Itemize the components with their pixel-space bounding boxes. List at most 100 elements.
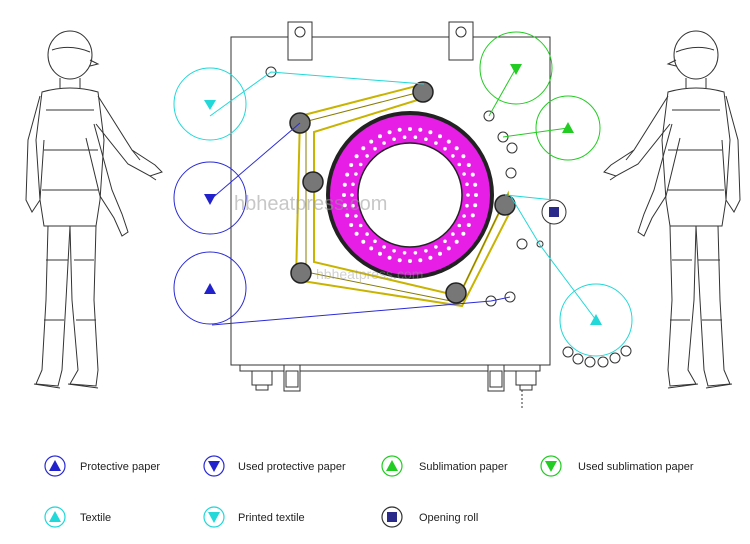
- accumulator-roller: [597, 356, 609, 368]
- drum-hole: [418, 127, 423, 132]
- drum-hole: [473, 182, 478, 187]
- drum-hole: [465, 182, 469, 187]
- drum-hole: [474, 193, 478, 197]
- roller: [302, 171, 324, 193]
- drum-hole: [424, 249, 428, 253]
- drum-hole: [354, 172, 358, 176]
- drum-hole: [358, 223, 363, 228]
- legend-label: Used sublimation paper: [578, 461, 694, 473]
- drum-hole: [351, 203, 355, 208]
- drum-hole: [454, 146, 459, 151]
- drum-hole: [397, 258, 402, 263]
- drum-hole: [457, 223, 462, 228]
- legend-item-sublimation-paper: Sublimation paper: [381, 455, 508, 477]
- drum-hole: [378, 134, 382, 139]
- drum-hole: [358, 162, 363, 167]
- left-operator-figure: [25, 30, 163, 389]
- accumulator-roller: [584, 356, 596, 368]
- printed-textile-path: [509, 194, 597, 321]
- drum-hole: [365, 232, 369, 236]
- drum-hole: [466, 223, 471, 227]
- legend-item-opening-roll: Opening roll: [381, 506, 478, 528]
- drum-hole: [443, 239, 447, 244]
- down-triangle-icon: [204, 194, 216, 205]
- guide-roller: [506, 142, 518, 154]
- used-sublimation-paper-roll: [479, 31, 553, 105]
- legend-item-used-protective-paper: Used protective paper: [203, 455, 346, 477]
- legend-label: Protective paper: [80, 461, 160, 473]
- drum-hole: [408, 259, 412, 263]
- down-triangle-icon: [545, 461, 557, 472]
- sublimation-paper-path: [488, 67, 517, 117]
- legend-label: Used protective paper: [238, 461, 346, 473]
- heating-drum: [326, 111, 494, 279]
- drum-hole: [457, 162, 462, 167]
- drum-hole: [446, 139, 451, 144]
- accumulator-rollers: [562, 345, 632, 368]
- protective-paper-roll: [173, 251, 247, 325]
- accumulator-roller: [620, 345, 632, 357]
- material-paths: [209, 67, 597, 326]
- drum-hole: [402, 135, 407, 139]
- legend-label: Sublimation paper: [419, 461, 508, 473]
- textile-path: [209, 71, 425, 117]
- accumulator-roller: [609, 352, 621, 364]
- drum-hole: [342, 203, 347, 208]
- drum-hole: [466, 163, 471, 167]
- square-icon: [387, 512, 397, 522]
- watermark-text: hbheatpress.com: [234, 193, 387, 215]
- drum-hole: [434, 245, 438, 249]
- down-triangle-icon: [208, 461, 220, 472]
- drum-hole: [428, 255, 433, 260]
- drum-hole: [461, 231, 466, 236]
- drum-hole: [392, 249, 396, 253]
- roller: [445, 282, 467, 304]
- drum-hole: [342, 193, 346, 197]
- felt-belt-inner: [303, 91, 505, 303]
- drum-hole: [465, 203, 469, 208]
- drum-hole: [349, 223, 354, 227]
- drum-hole: [345, 213, 350, 218]
- drum-hole: [382, 141, 386, 145]
- drum-hole: [443, 146, 447, 151]
- protective-paper-path-2: [211, 296, 511, 326]
- drum-hole: [345, 172, 350, 177]
- drum-hole: [438, 134, 442, 139]
- drum-hole: [361, 239, 366, 244]
- drum-hole: [342, 182, 347, 187]
- legend-item-textile: Textile: [44, 506, 111, 528]
- drum-hole: [434, 141, 438, 145]
- drum-hole: [470, 213, 475, 218]
- up-triangle-icon: [562, 122, 574, 133]
- used-protective-paper-roll: [173, 161, 247, 235]
- drum-hole: [473, 203, 478, 208]
- drum-hole: [451, 232, 455, 236]
- down-triangle-icon: [208, 512, 220, 523]
- legend-label: Printed textile: [238, 512, 305, 524]
- right-operator-figure: [603, 30, 741, 389]
- drum-hole: [387, 130, 392, 135]
- drum-hole: [373, 146, 377, 151]
- drum-hole: [462, 172, 466, 176]
- drum-hole: [466, 193, 470, 197]
- drum-hole: [354, 214, 358, 218]
- drum-hole: [402, 251, 407, 255]
- drum-hole: [365, 154, 369, 158]
- roller: [412, 81, 434, 103]
- rollers: [289, 81, 516, 304]
- printed-textile-roll: [173, 67, 247, 141]
- up-triangle-icon: [590, 314, 602, 325]
- down-triangle-icon: [510, 64, 522, 75]
- up-triangle-icon: [49, 460, 61, 471]
- drum-hole: [392, 137, 396, 141]
- drum-hole: [378, 251, 382, 256]
- drum-hole: [373, 239, 377, 244]
- drum-hole: [446, 246, 451, 251]
- opening-roll: [541, 199, 567, 225]
- up-triangle-icon: [49, 511, 61, 522]
- guide-roller: [516, 238, 528, 250]
- drum-hole: [354, 231, 359, 236]
- drum-hole: [351, 182, 355, 187]
- drum-hole: [418, 258, 423, 263]
